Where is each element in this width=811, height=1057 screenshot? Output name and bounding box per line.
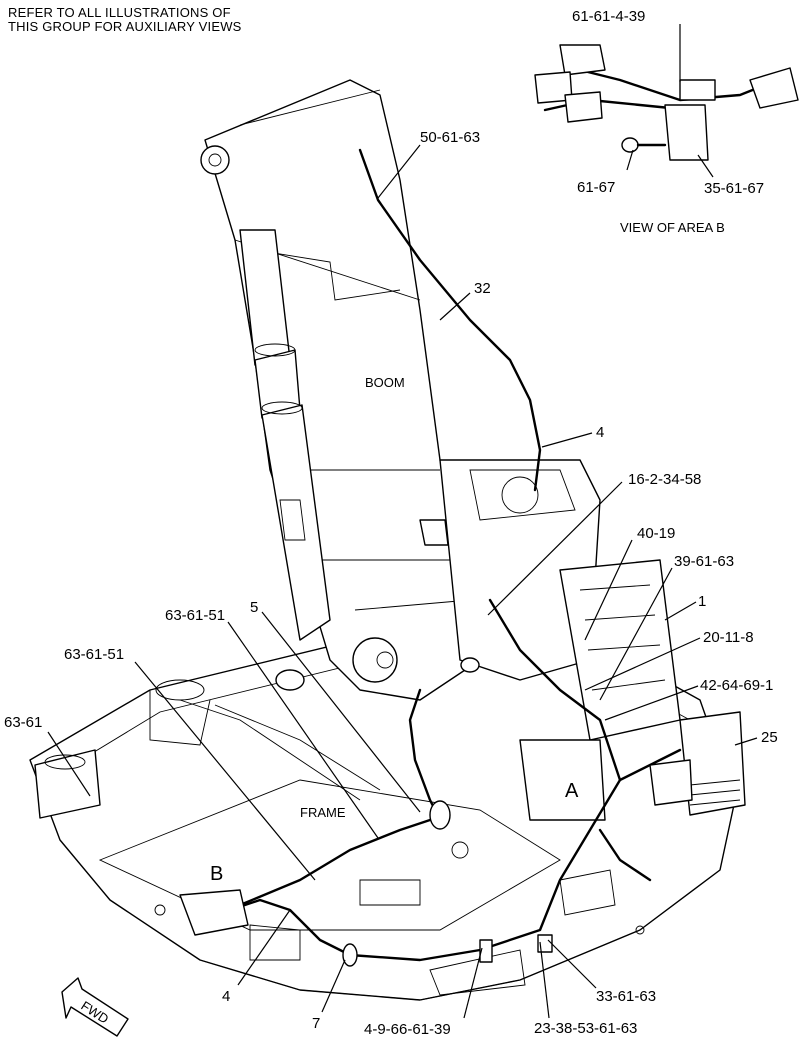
- boom-label: BOOM: [365, 375, 405, 390]
- callout-leaders: [47, 144, 758, 1019]
- callout-63-61: 63-61: [4, 714, 42, 731]
- callout-32: 32: [474, 280, 491, 297]
- detail-leaders: [626, 24, 714, 178]
- callout-63-61-51-lower: 63-61-51: [64, 646, 124, 663]
- view-of-area-b-caption: VIEW OF AREA B: [620, 220, 725, 235]
- callout-61-61-4-39: 61-61-4-39: [572, 8, 645, 25]
- callout-40-19: 40-19: [637, 525, 675, 542]
- callout-5: 5: [250, 599, 258, 616]
- callout-50-61-63: 50-61-63: [420, 129, 480, 146]
- note-line-2: THIS GROUP FOR AUXILIARY VIEWS: [8, 19, 242, 34]
- wiring-harness: [179, 148, 693, 967]
- area-a-label: A: [565, 780, 579, 802]
- note-line-1: REFER TO ALL ILLUSTRATIONS OF: [8, 5, 231, 20]
- callout-39-61-63: 39-61-63: [674, 553, 734, 570]
- valve-assembly-drawing: [34, 459, 746, 821]
- boom-drawing: [200, 79, 481, 701]
- callout-33-61-63: 33-61-63: [596, 988, 656, 1005]
- callout-4-9-66-61-39: 4-9-66-61-39: [364, 1021, 451, 1038]
- forward-arrow-icon: FWD: [61, 977, 129, 1037]
- callout-63-61-51-upper: 63-61-51: [165, 607, 225, 624]
- area-b-label: B: [210, 863, 223, 885]
- callout-61-67: 61-67: [577, 179, 615, 196]
- callout-23-38-53-61-63: 23-38-53-61-63: [534, 1020, 637, 1037]
- callout-25: 25: [761, 729, 778, 746]
- callout-20-11-8: 20-11-8: [703, 629, 754, 646]
- callout-42-64-69-1: 42-64-69-1: [700, 677, 773, 694]
- frame-label: FRAME: [300, 805, 346, 820]
- auxiliary-views-note: REFER TO ALL ILLUSTRATIONS OF THIS GROUP…: [8, 6, 242, 34]
- callout-35-61-67: 35-61-67: [704, 180, 764, 197]
- callout-4-lower: 4: [222, 988, 230, 1005]
- callout-1: 1: [698, 593, 706, 610]
- area-b-detail: [534, 44, 799, 161]
- callout-16-2-34-58: 16-2-34-58: [628, 471, 701, 488]
- callout-7: 7: [312, 1015, 320, 1032]
- callout-4-upper: 4: [596, 424, 604, 441]
